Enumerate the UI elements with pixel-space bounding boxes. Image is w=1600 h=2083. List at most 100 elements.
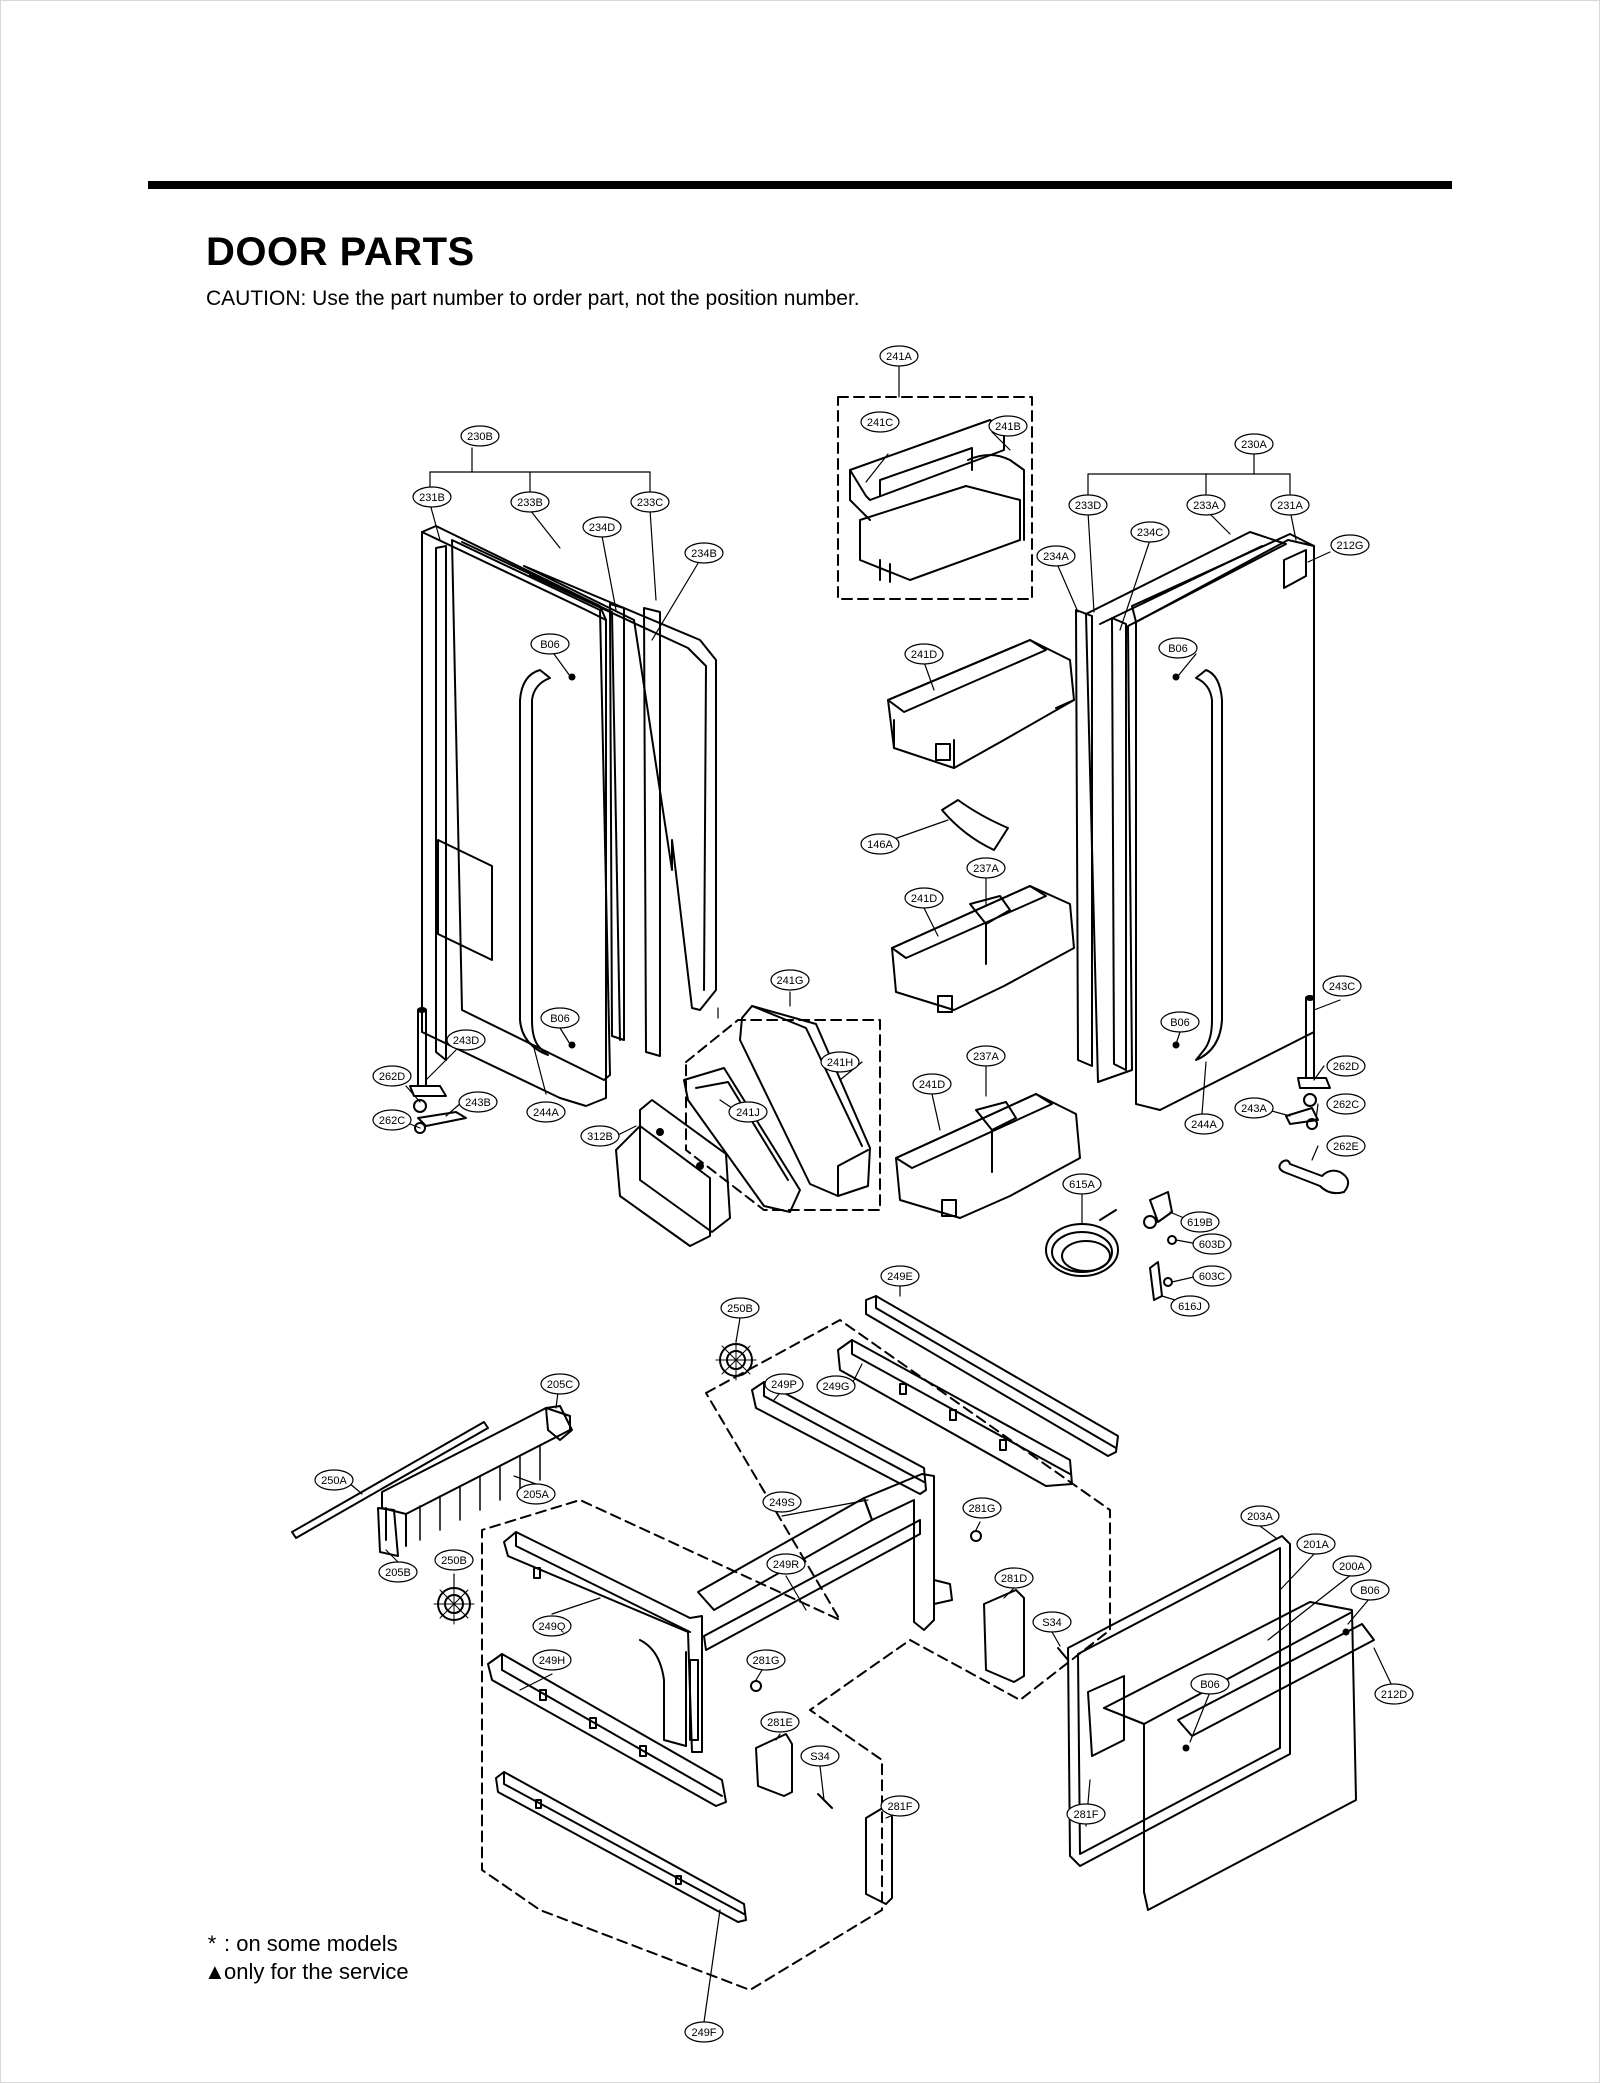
- callout-oval: [372, 1109, 412, 1131]
- right-hinge-pin: [1278, 995, 1350, 1195]
- callout-label: 234D: [589, 522, 615, 534]
- callout-label: 262C: [1333, 1099, 1359, 1111]
- callout-oval: [860, 411, 900, 433]
- callout-label: 233C: [637, 497, 663, 509]
- callout-oval: [1190, 1673, 1230, 1695]
- callout-249p: 249P: [764, 1373, 804, 1395]
- callout-243c: 243C: [1322, 975, 1362, 997]
- rail-249F: [495, 1771, 747, 1923]
- callout-oval: [1240, 1505, 1280, 1527]
- callout-241c: 241C: [860, 411, 900, 433]
- callout-label: B06: [1360, 1585, 1380, 1597]
- callout-oval: [860, 833, 900, 855]
- gear-250B-bottom: [433, 1583, 475, 1625]
- callout-label: 250A: [321, 1475, 347, 1487]
- callout-312b: 312B: [580, 1125, 620, 1147]
- callout-label: 262E: [1333, 1141, 1359, 1153]
- callout-label: 231A: [1277, 500, 1303, 512]
- callout-label: 241A: [886, 351, 912, 363]
- callout-243d: 243D: [446, 1029, 486, 1051]
- door-bin-241H: [739, 1005, 871, 1197]
- callout-label: 312B: [587, 1131, 613, 1143]
- callout-label: B06: [1168, 643, 1188, 655]
- callout-oval: [994, 1567, 1034, 1589]
- callout-262c: 262C: [372, 1109, 412, 1131]
- door-bin-241D-1: [887, 639, 1075, 769]
- freezer-door-gasket: [1067, 1535, 1291, 1867]
- callout-603c: 603C: [1192, 1265, 1232, 1287]
- rack-205A: [377, 1405, 573, 1557]
- callout-oval: [1332, 1555, 1372, 1577]
- door-bin-241D-3: [895, 1093, 1081, 1219]
- callout-281f: 281F: [1066, 1803, 1106, 1825]
- callout-oval: [1326, 1135, 1366, 1157]
- callout-label: 234B: [691, 548, 717, 560]
- callout-label: 281G: [969, 1503, 996, 1515]
- callout-label: 201A: [1303, 1539, 1329, 1551]
- callout-262d: 262D: [372, 1065, 412, 1087]
- callout-b06: B06: [1158, 637, 1198, 659]
- callout-237a: 237A: [966, 1045, 1006, 1067]
- freezer-door-panel: [1087, 1601, 1375, 1911]
- callout-label: S34: [1042, 1617, 1062, 1629]
- rail-249P: [751, 1381, 927, 1495]
- legend-row-some-models: *: on some models: [204, 1930, 409, 1958]
- callout-label: 233B: [517, 497, 543, 509]
- callout-oval: [1186, 494, 1226, 516]
- callout-oval: [684, 542, 724, 564]
- callout-label: 241H: [827, 1057, 853, 1069]
- callout-label: 249P: [771, 1379, 797, 1391]
- callout-249q: 249Q: [532, 1615, 572, 1637]
- dashed-group-box: [481, 396, 1111, 1991]
- page-title: DOOR PARTS: [206, 230, 475, 274]
- callout-oval: [580, 1125, 620, 1147]
- callout-oval: [1158, 637, 1198, 659]
- callout-oval: [816, 1375, 856, 1397]
- callout-oval: [1036, 545, 1076, 567]
- callout-212g: 212G: [1330, 534, 1370, 556]
- cover-281D: [983, 1589, 1025, 1683]
- header-rule: [148, 181, 1452, 189]
- callout-label: 146A: [867, 839, 893, 851]
- callout-oval: [966, 857, 1006, 879]
- callout-s34: S34: [1032, 1611, 1072, 1633]
- callout-241g: 241G: [770, 969, 810, 991]
- callout-281g: 281G: [962, 1497, 1002, 1519]
- callout-oval: [1374, 1683, 1414, 1705]
- callout-281g: 281G: [746, 1649, 786, 1671]
- callout-262e: 262E: [1326, 1135, 1366, 1157]
- callout-249h: 249H: [532, 1649, 572, 1671]
- screws: [750, 1530, 1069, 1809]
- callout-label: 233D: [1075, 500, 1101, 512]
- callout-230b: 230B: [460, 425, 500, 447]
- callout-oval: [412, 486, 452, 508]
- callout-230a: 230A: [1234, 433, 1274, 455]
- bracket-312B: [615, 1099, 731, 1247]
- callout-label: S34: [810, 1751, 830, 1763]
- triangle-symbol: ▲: [204, 1959, 226, 1984]
- callout-oval: [962, 1497, 1002, 1519]
- callout-label: B06: [1170, 1017, 1190, 1029]
- legend-label-service-only: only for the service: [224, 1959, 409, 1984]
- callout-oval: [879, 345, 919, 367]
- callout-oval: [1180, 1211, 1220, 1233]
- callout-oval: [966, 1045, 1006, 1067]
- callout-243a: 243A: [1234, 1097, 1274, 1119]
- callout-oval: [540, 1373, 580, 1395]
- callout-oval: [1234, 1097, 1274, 1119]
- callout-oval: [1066, 1803, 1106, 1825]
- callout-oval: [1270, 494, 1310, 516]
- callout-249g: 249G: [816, 1375, 856, 1397]
- callout-label: 616J: [1178, 1301, 1202, 1313]
- callout-label: B06: [550, 1013, 570, 1025]
- callout-label: 241D: [911, 649, 937, 661]
- callout-b06: B06: [1190, 1673, 1230, 1695]
- legend: *: on some models ▲only for the service: [204, 1930, 409, 1986]
- callout-203a: 203A: [1240, 1505, 1280, 1527]
- bin-clip-146A: [941, 799, 1009, 851]
- callout-241d: 241D: [904, 643, 944, 665]
- callout-262c: 262C: [1326, 1093, 1366, 1115]
- callout-241b: 241B: [988, 415, 1028, 437]
- callout-b06: B06: [1160, 1011, 1200, 1033]
